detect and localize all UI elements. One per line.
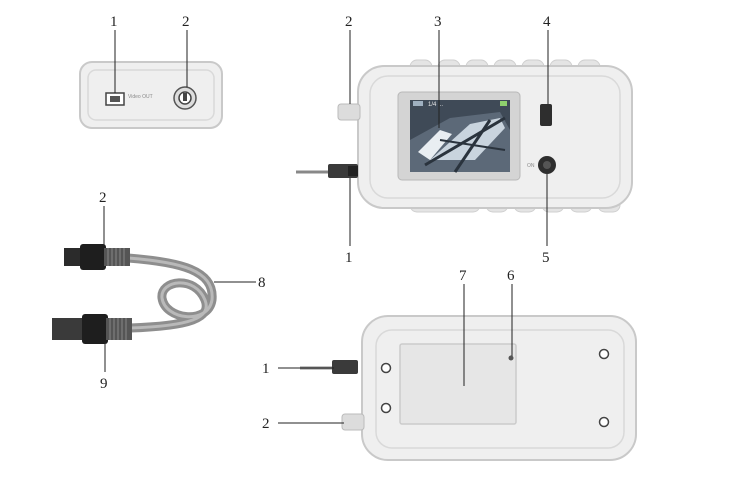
top-view: Video OUT 1 2 <box>79 14 223 129</box>
top-view-inner <box>87 69 215 121</box>
callout-top-1: 1 <box>110 14 118 30</box>
callout-cable-8: 8 <box>258 275 266 291</box>
callout-back-1: 1 <box>262 361 270 377</box>
corner-screw <box>598 348 610 360</box>
callout-back-2: 2 <box>262 416 270 432</box>
side-connector <box>337 103 361 121</box>
callout-cable-9: 9 <box>100 376 108 392</box>
callout-front-2: 2 <box>345 14 353 30</box>
cable-connector-lower <box>52 314 132 344</box>
corner-screw <box>380 402 392 414</box>
back-view: 7 6 1 2 <box>262 268 637 461</box>
front-view-inner <box>369 75 621 199</box>
svg-text:ON: ON <box>527 163 535 169</box>
corner-screw <box>380 362 392 374</box>
screen-status: 1/4 ... <box>428 102 443 108</box>
callout-front-5: 5 <box>542 250 550 266</box>
callout-front-3: 3 <box>434 14 442 30</box>
callout-front-1: 1 <box>345 250 353 266</box>
back-side-connector <box>341 413 365 431</box>
back-cable-plug <box>332 360 358 374</box>
callout-cable-2: 2 <box>99 190 107 206</box>
screen-image <box>410 112 510 173</box>
video-out-label: Video OUT <box>128 94 153 100</box>
function-button[interactable] <box>540 104 552 126</box>
callout-back-7: 7 <box>459 268 467 284</box>
callout-back-6: 6 <box>507 268 515 284</box>
callout-top-2: 2 <box>182 14 190 30</box>
cover-screw <box>508 355 514 361</box>
corner-screw <box>598 416 610 428</box>
extension-cable: 2 8 9 <box>52 190 266 392</box>
front-view: 1/4 ... ON 2 3 4 1 5 <box>296 14 633 266</box>
callout-front-4: 4 <box>543 14 551 30</box>
cable-connector-upper <box>64 244 130 270</box>
battery-cover <box>399 343 517 425</box>
back-view-inner <box>375 329 625 449</box>
